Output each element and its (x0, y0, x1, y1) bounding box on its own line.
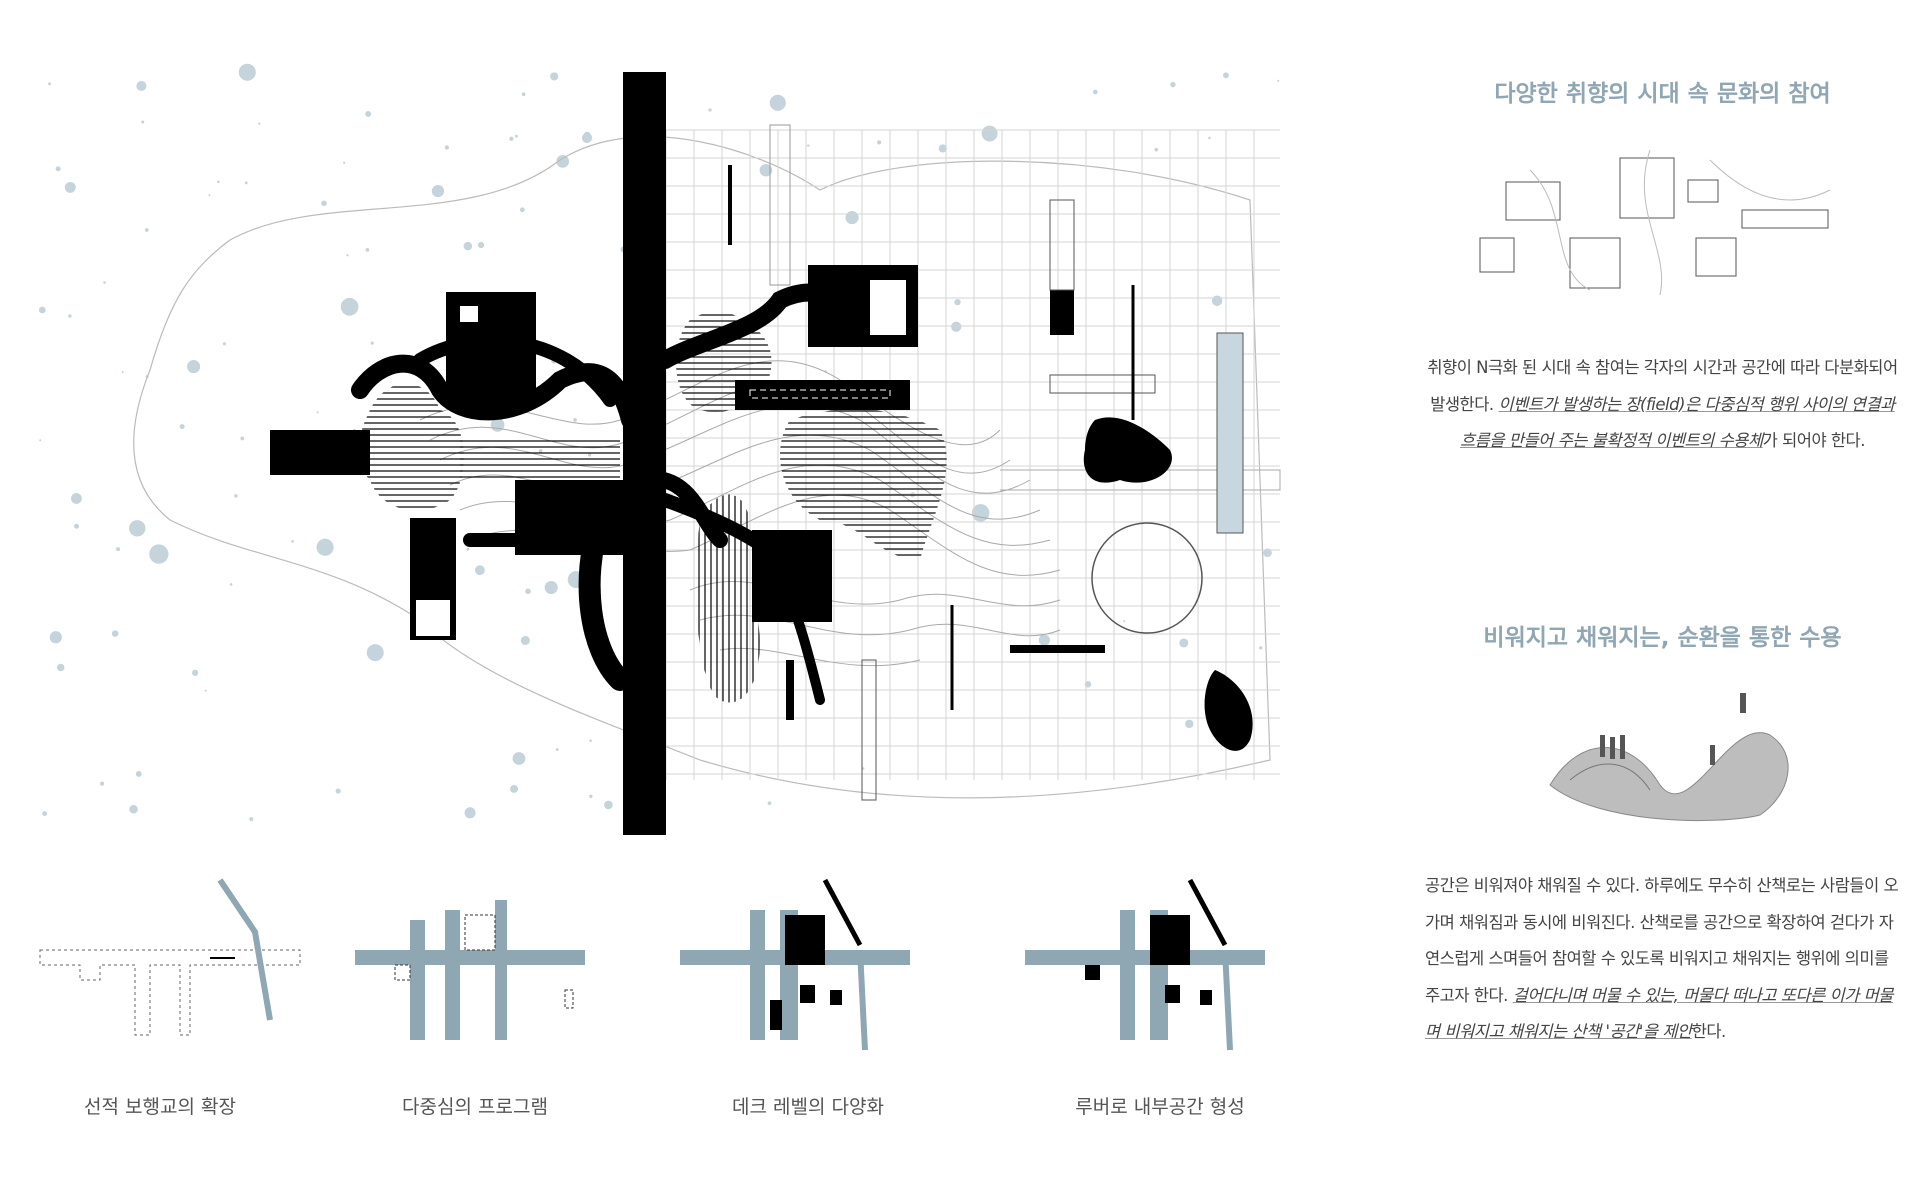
hatched-area (460, 440, 620, 480)
hatched-area (358, 383, 464, 511)
sculpture-illustration (1549, 693, 1789, 822)
linear-pedestrian-bridge (623, 72, 666, 835)
building-blocks (270, 265, 1105, 720)
event-field-illustration (1479, 150, 1831, 295)
water-channel (1216, 332, 1244, 534)
diagram-deck-levels (680, 878, 910, 1051)
diagram-linear-bridge (39, 878, 301, 1036)
diagram-multi-center (355, 900, 585, 1040)
section2-title: 비워지고 채워지는, 순환을 통한 수용 (1483, 625, 1842, 651)
diagram-caption: 루버로 내부공간 형성 (1075, 1096, 1245, 1118)
plaza-grid (665, 129, 1280, 780)
pond (1083, 417, 1172, 483)
stair (1049, 199, 1075, 291)
pond (1204, 670, 1253, 751)
deck (769, 124, 791, 286)
diagram-caption: 선적 보행교의 확장 (84, 1096, 236, 1118)
hatched-area (696, 494, 760, 703)
deck (861, 659, 877, 801)
diagram-louver-space (1025, 878, 1265, 1051)
section2-paragraph: 공간은 비워져야 채워질 수 있다. 하루에도 무수히 산책로는 사람들이 오가… (1425, 876, 1899, 1041)
deck (1049, 374, 1156, 394)
section1-paragraph: 취향이 N극화 된 시대 속 참여는 각자의 시간과 공간에 따라 다분화되어 … (1427, 358, 1898, 450)
circular-plaza (1091, 522, 1203, 634)
diagram-caption: 다중심의 프로그램 (402, 1096, 548, 1118)
section1-title: 다양한 취향의 시대 속 문화의 참여 (1494, 81, 1831, 107)
hatched-area (780, 409, 947, 560)
diagram-caption: 데크 레벨의 다양화 (732, 1096, 884, 1118)
